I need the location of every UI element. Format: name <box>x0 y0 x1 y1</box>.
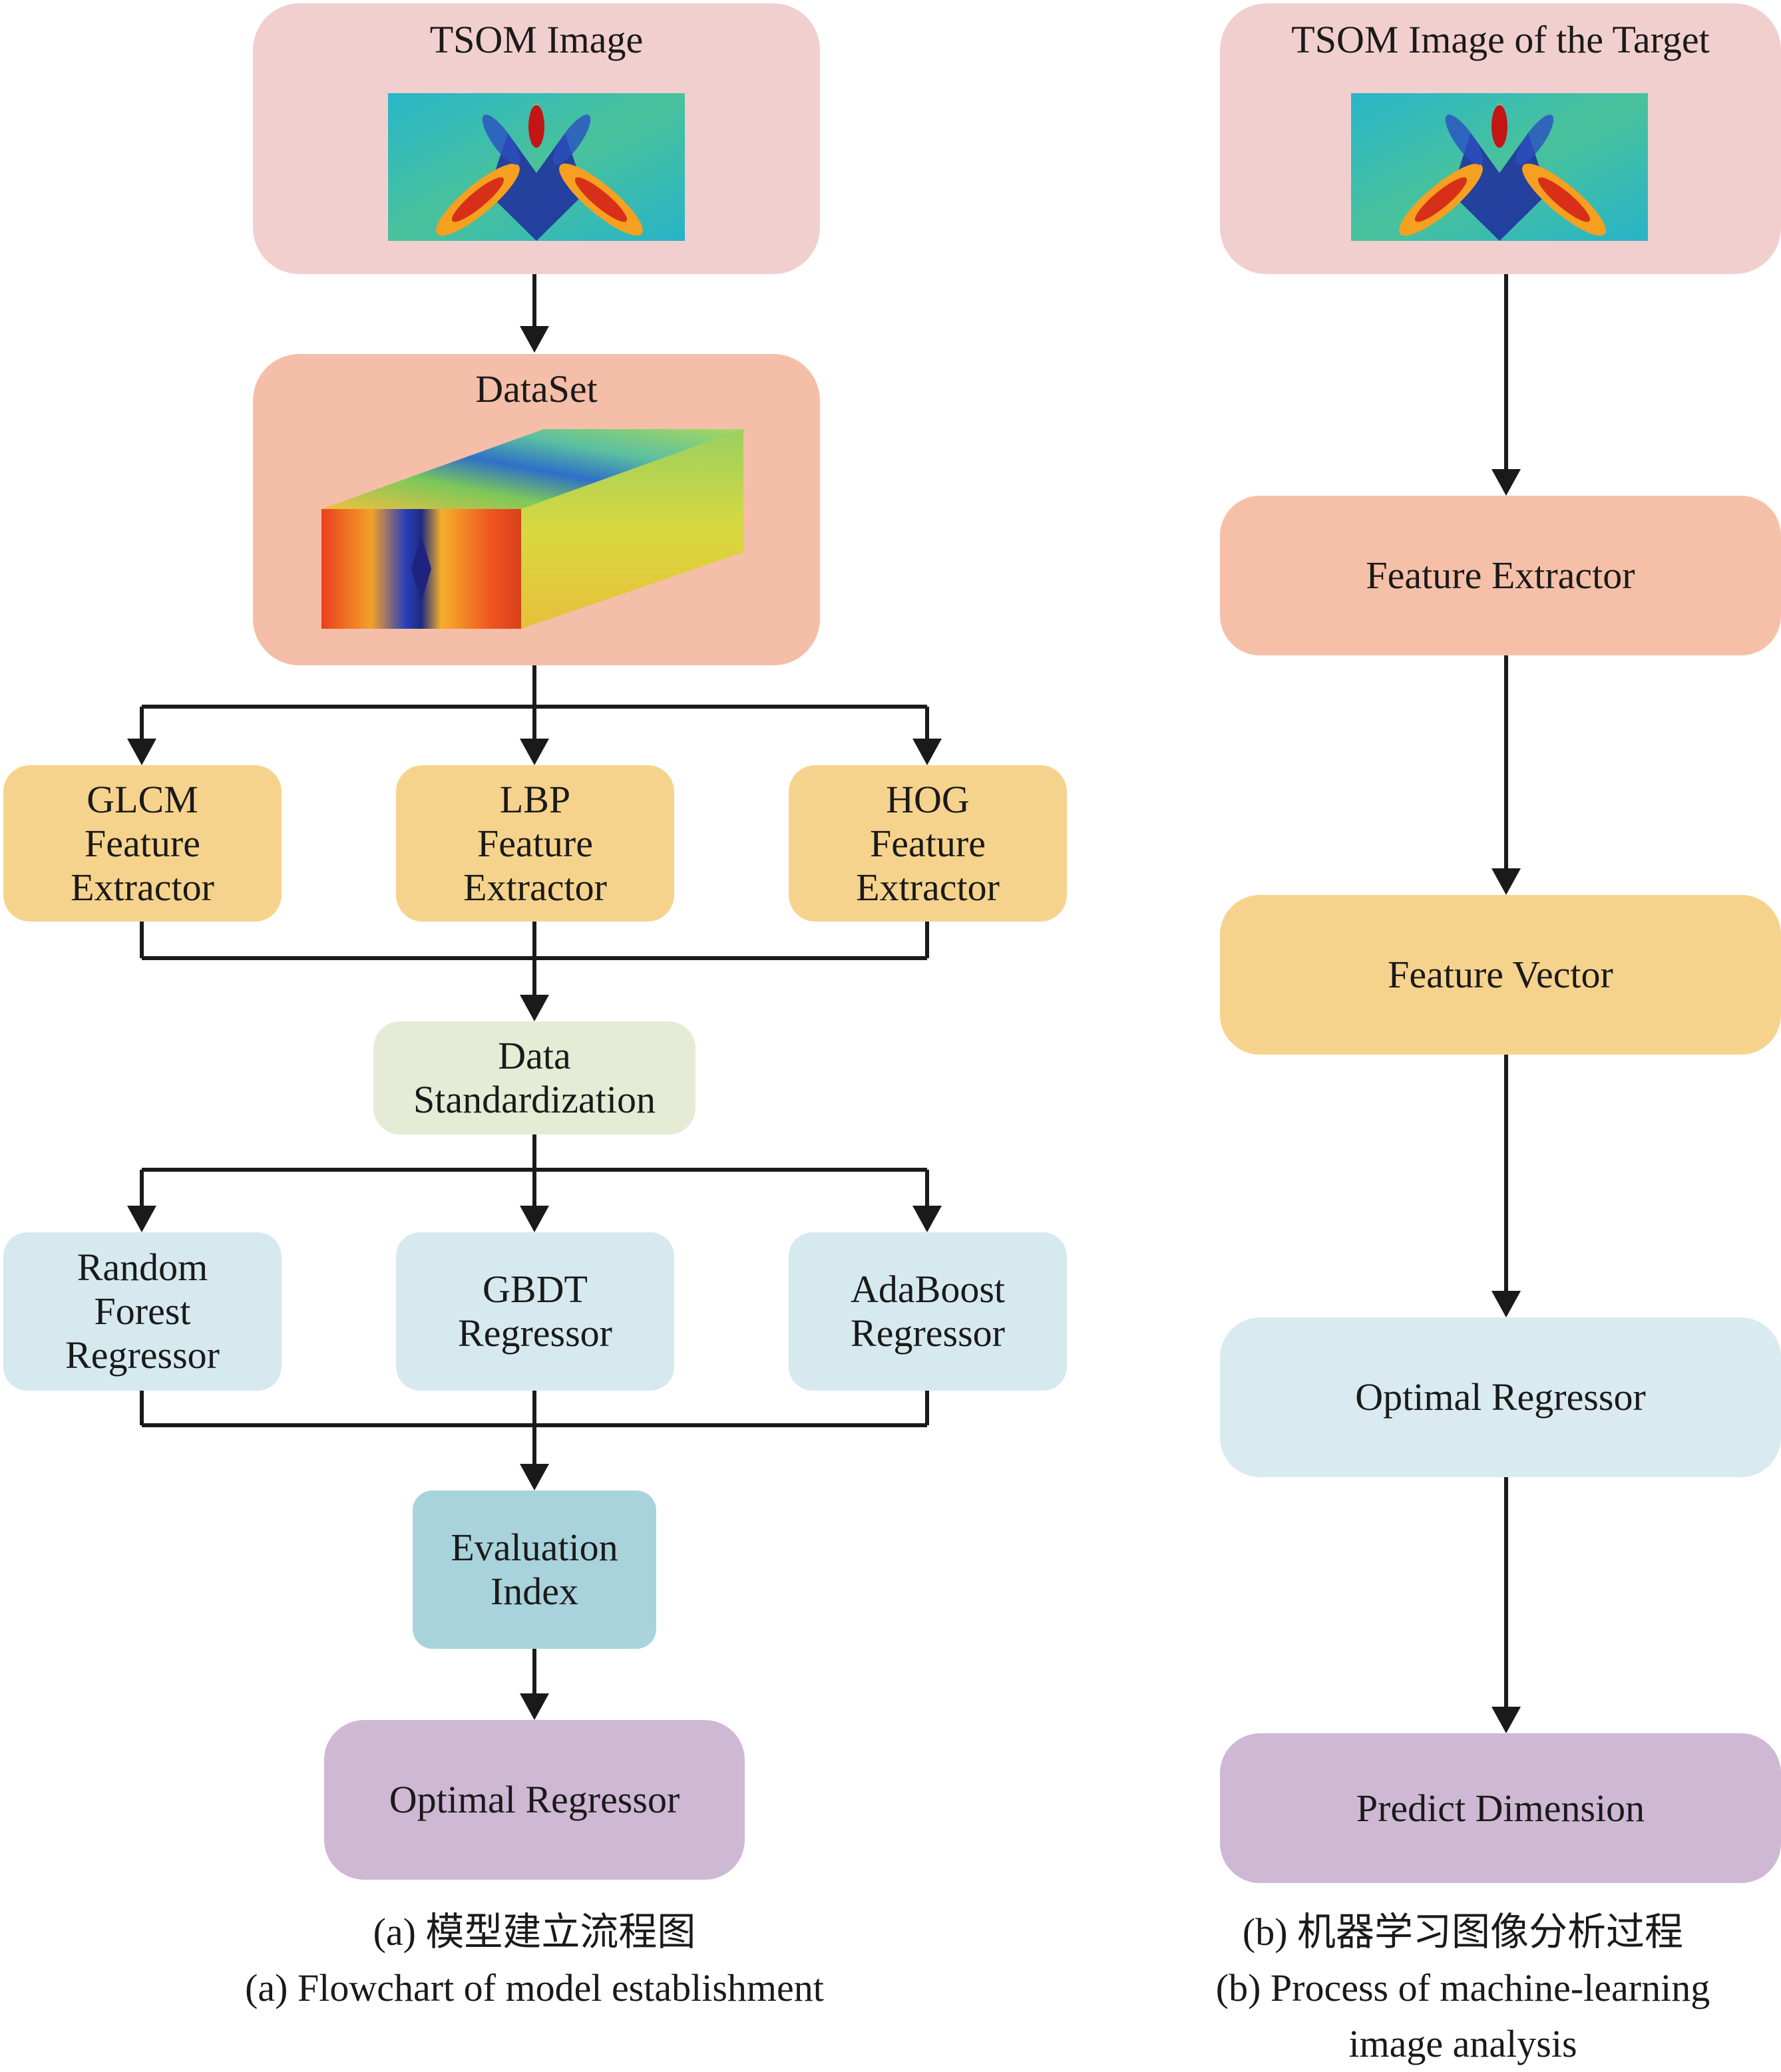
lbp-feature-label: Feature <box>477 821 593 865</box>
feature-vector-label: Feature Vector <box>1388 953 1613 996</box>
caption-right-en-1: (b) Process of machine-learning <box>1215 1966 1710 2009</box>
optimal-regressor-box-right: Optimal Regressor <box>1220 1317 1781 1477</box>
adaboost-regressor-label: Regressor <box>851 1311 1005 1355</box>
feature-extractor-label: Feature Extractor <box>1366 554 1635 597</box>
tsom-target-label: TSOM Image of the Target <box>1291 18 1710 61</box>
dataset-cube-illustration <box>321 429 743 629</box>
optimal-regressor-box-left: Optimal Regressor <box>324 1720 745 1880</box>
tsom-image-thumbnail <box>388 93 685 241</box>
random-forest-regressor-box: Random Forest Regressor <box>3 1232 282 1391</box>
feature-extractor-box: Feature Extractor <box>1220 496 1781 655</box>
hog-extractor-box: HOG Feature Extractor <box>789 765 1067 922</box>
caption-right-en-2: image analysis <box>1348 2022 1577 2065</box>
caption-right-cn: (b) 机器学习图像分析过程 <box>1242 1910 1684 1954</box>
caption-right: (b) 机器学习图像分析过程 (b) Process of machine-le… <box>1145 1904 1781 2072</box>
feature-vector-box: Feature Vector <box>1220 895 1781 1055</box>
optimal-regressor-label-left: Optimal Regressor <box>389 1778 680 1821</box>
caption-left-en: (a) Flowchart of model establishment <box>245 1966 824 2009</box>
index-label: Index <box>490 1570 579 1613</box>
data-standardization-box: Data Standardization <box>373 1021 695 1134</box>
random-label: Random <box>77 1246 208 1289</box>
predict-dimension-label: Predict Dimension <box>1356 1786 1645 1830</box>
predict-dimension-box: Predict Dimension <box>1220 1733 1781 1883</box>
caption-left: (a) 模型建立流程图 (a) Flowchart of model estab… <box>80 1904 989 2016</box>
glcm-extractor-label: Extractor <box>71 865 214 909</box>
standardization-line-2: Standardization <box>413 1078 656 1121</box>
adaboost-regressor-box: AdaBoost Regressor <box>789 1232 1067 1391</box>
gbdt-label: GBDT <box>483 1268 588 1311</box>
rf-regressor-label: Regressor <box>65 1333 220 1377</box>
optimal-regressor-label-right: Optimal Regressor <box>1355 1375 1646 1419</box>
adaboost-label: AdaBoost <box>851 1268 1005 1311</box>
hog-extractor-label: Extractor <box>856 865 1000 909</box>
lbp-extractor-box: LBP Feature Extractor <box>396 765 674 922</box>
tsom-image-label: TSOM Image <box>429 18 644 61</box>
standardization-line-1: Data <box>498 1034 571 1077</box>
tsom-target-thumbnail <box>1351 93 1648 241</box>
dataset-label: DataSet <box>475 367 598 411</box>
gbdt-regressor-box: GBDT Regressor <box>396 1232 674 1391</box>
hog-label: HOG <box>886 777 970 821</box>
evaluation-label: Evaluation <box>451 1526 618 1569</box>
gbdt-regressor-label: Regressor <box>458 1311 612 1355</box>
caption-left-cn: (a) 模型建立流程图 <box>373 1910 696 1954</box>
evaluation-index-box: Evaluation Index <box>413 1490 656 1649</box>
glcm-extractor-box: GLCM Feature Extractor <box>3 765 282 922</box>
hog-feature-label: Feature <box>870 821 986 865</box>
forest-label: Forest <box>94 1290 191 1333</box>
glcm-feature-label: Feature <box>85 821 200 865</box>
lbp-label: LBP <box>499 777 571 821</box>
lbp-extractor-label: Extractor <box>463 865 607 909</box>
glcm-label: GLCM <box>87 777 198 821</box>
